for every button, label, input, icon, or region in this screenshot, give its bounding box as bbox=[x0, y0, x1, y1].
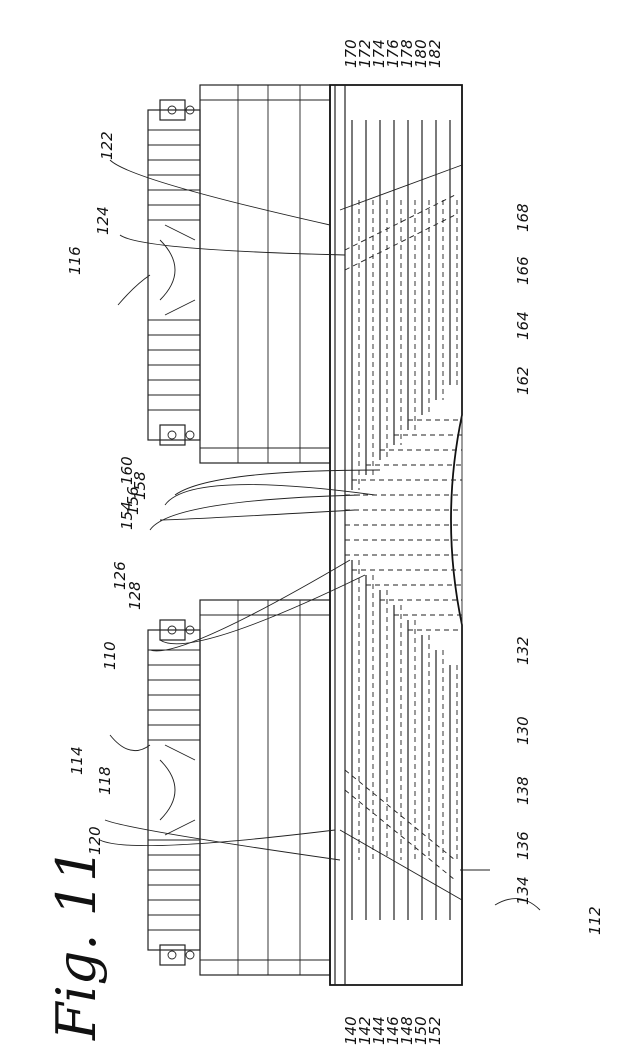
label-132: 132 bbox=[514, 636, 532, 665]
label-166: 166 bbox=[514, 256, 532, 285]
label-162: 162 bbox=[514, 366, 532, 395]
label-168: 168 bbox=[514, 203, 532, 232]
label-174: 174 bbox=[370, 39, 388, 68]
left-component-114 bbox=[147, 599, 331, 976]
label-146: 146 bbox=[384, 1016, 402, 1045]
right-component-116 bbox=[147, 84, 331, 464]
label-114: 114 bbox=[68, 746, 86, 775]
label-154: 154 bbox=[118, 501, 136, 530]
label-158: 158 bbox=[131, 471, 149, 500]
label-118: 118 bbox=[96, 766, 114, 795]
label-128: 128 bbox=[126, 581, 144, 610]
label-136: 136 bbox=[514, 831, 532, 860]
reference-labels: 114 120 118 110 126 128 154 156 158 160 … bbox=[66, 39, 604, 1045]
label-138: 138 bbox=[514, 776, 532, 805]
layer-stacks bbox=[339, 120, 463, 920]
label-124: 124 bbox=[94, 206, 112, 235]
label-144: 144 bbox=[370, 1016, 388, 1045]
label-126: 126 bbox=[111, 561, 129, 590]
label-172: 172 bbox=[356, 39, 374, 68]
label-152: 152 bbox=[426, 1016, 444, 1045]
label-112: 112 bbox=[586, 906, 604, 935]
label-180: 180 bbox=[412, 39, 430, 68]
label-160: 160 bbox=[118, 456, 136, 485]
label-150: 150 bbox=[412, 1016, 430, 1045]
label-122: 122 bbox=[98, 131, 116, 160]
label-178: 178 bbox=[398, 39, 416, 68]
label-148: 148 bbox=[398, 1016, 416, 1045]
label-120: 120 bbox=[86, 826, 104, 855]
label-110: 110 bbox=[101, 641, 119, 670]
substrate-112 bbox=[329, 84, 463, 986]
label-130: 130 bbox=[514, 716, 532, 745]
label-176: 176 bbox=[384, 39, 402, 68]
label-156: 156 bbox=[124, 486, 142, 515]
figure-title: Fig. 11 bbox=[45, 848, 108, 1041]
label-142: 142 bbox=[356, 1016, 374, 1045]
label-140: 140 bbox=[342, 1016, 360, 1045]
label-164: 164 bbox=[514, 311, 532, 340]
label-134: 134 bbox=[514, 876, 532, 905]
label-170: 170 bbox=[342, 39, 360, 68]
leader-lines bbox=[99, 159, 541, 911]
label-116: 116 bbox=[66, 246, 84, 275]
label-182: 182 bbox=[426, 39, 444, 68]
